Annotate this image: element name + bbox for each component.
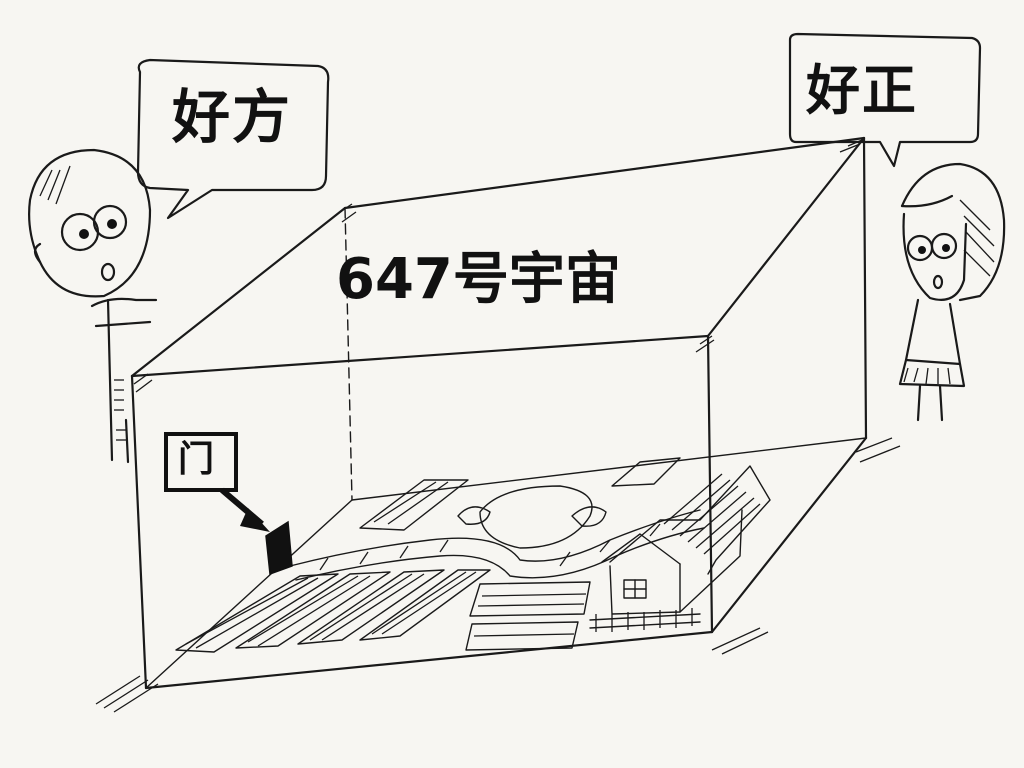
door-icon — [265, 520, 293, 576]
boy-character — [28, 148, 158, 464]
hill — [457, 485, 607, 549]
girl-character — [898, 162, 1006, 422]
speech-text-right: 好正 — [806, 59, 918, 122]
house — [589, 465, 771, 632]
speech-text-left: 好方 — [172, 83, 293, 151]
universe-box — [95, 136, 901, 713]
river — [289, 509, 705, 581]
universe-label: 647号宇宙 — [336, 247, 621, 312]
farmland — [175, 457, 681, 653]
speech-bubble-right — [788, 32, 982, 168]
door-label: 门 — [178, 439, 215, 480]
door-label-box — [164, 432, 270, 532]
